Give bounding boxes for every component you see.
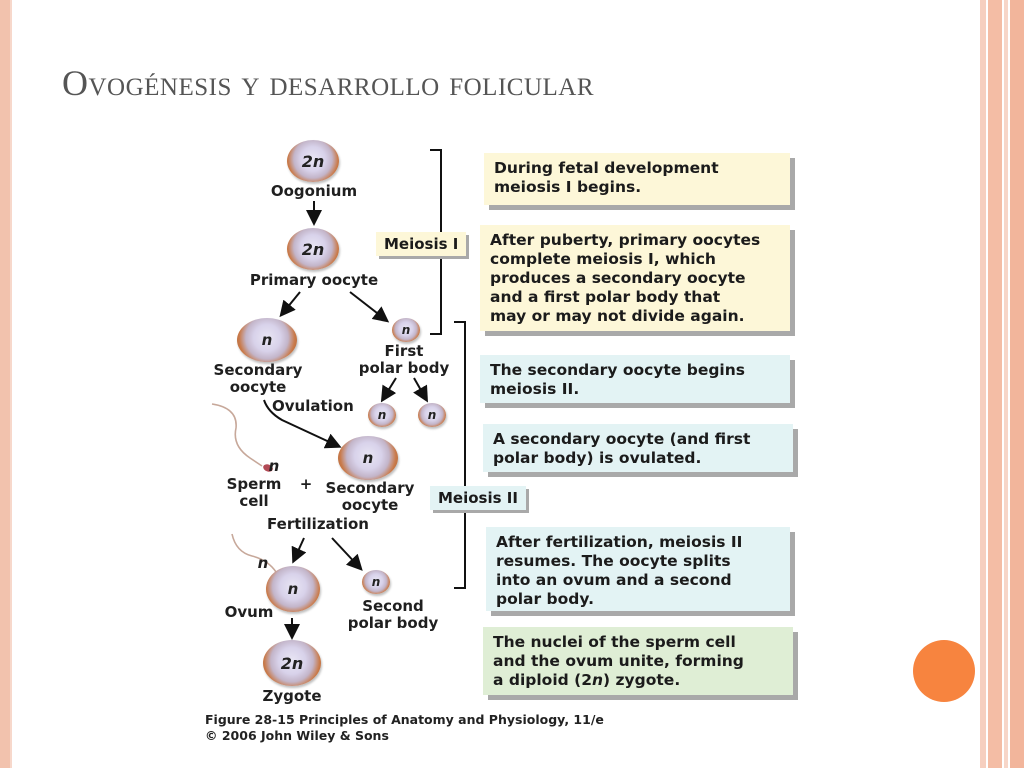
- secondary-oocyte-cell: n: [237, 318, 297, 362]
- note-after-puberty: After puberty, primary oocytes complete …: [480, 225, 790, 331]
- label-line: Secondary: [213, 361, 303, 379]
- label-line: Second: [362, 597, 424, 615]
- note-ovulated: A secondary oocyte (and first polar body…: [483, 424, 793, 472]
- plus-sign: +: [299, 475, 313, 493]
- first-polar-body-cell: n: [392, 318, 420, 342]
- primary-oocyte-label: Primary oocyte: [249, 271, 379, 289]
- note-line: polar body) is ovulated.: [493, 449, 702, 467]
- primary-oocyte-cell: 2n: [287, 228, 339, 270]
- sperm-label: Sperm cell: [218, 476, 290, 510]
- figure-caption: Figure 28-15 Principles of Anatomy and P…: [205, 712, 604, 744]
- polar-body-a-cell: n: [368, 403, 396, 427]
- note-line: into an ovum and a second: [496, 571, 732, 589]
- ploidy-label: 2n: [301, 151, 325, 171]
- note-line: The secondary oocyte begins: [490, 361, 746, 379]
- label-line: oocyte: [341, 496, 399, 514]
- decorative-circle: [913, 640, 975, 702]
- meiosis-1-tag: Meiosis I: [376, 232, 467, 256]
- sperm-tail: [211, 403, 263, 467]
- left-border-stripe: [0, 0, 12, 768]
- fertilization-label: Fertilization: [267, 515, 369, 533]
- note-text: ) zygote.: [603, 671, 681, 689]
- ploidy-label: n: [401, 323, 411, 337]
- arrow-ovulation: [263, 399, 342, 449]
- arrow-polar-to-b: [413, 377, 428, 403]
- sperm-ploidy: n: [268, 457, 280, 475]
- note-line: meiosis II.: [490, 380, 580, 398]
- note-line: and a first polar body that: [490, 288, 721, 306]
- polar-body-b-cell: n: [418, 403, 446, 427]
- sperm-tail-ovum: [231, 533, 277, 573]
- note-line: a diploid (2n) zygote.: [493, 671, 783, 690]
- label-line: First: [384, 342, 424, 360]
- arrow-fert-to-ovum: [291, 537, 307, 564]
- ploidy-label: n: [362, 449, 374, 467]
- note-text: a diploid (2: [493, 671, 592, 689]
- note-line: polar body.: [496, 590, 594, 608]
- note-line: During fetal development: [494, 159, 719, 177]
- note-italic-n: n: [592, 671, 604, 689]
- note-fetal-development: During fetal development meiosis I begin…: [484, 153, 790, 205]
- caption-line: Figure 28-15 Principles of Anatomy and P…: [205, 712, 604, 727]
- ploidy-label: n: [371, 575, 381, 589]
- right-border-stripe: [1010, 0, 1024, 768]
- note-line: complete meiosis I, which: [490, 250, 716, 268]
- zygote-cell: 2n: [263, 640, 321, 686]
- arrow-fert-to-second-polar: [331, 537, 363, 571]
- note-line: may or may not divide again.: [490, 307, 745, 325]
- first-polar-body-label: First polar body: [350, 343, 458, 377]
- meiosis-2-bracket: [454, 321, 466, 589]
- ovum-cell: n: [266, 566, 320, 612]
- right-border-stripe: [980, 0, 986, 768]
- slide-title: Ovogénesis y desarrollo folicular: [62, 63, 595, 103]
- label-line: Sperm: [226, 475, 282, 493]
- ovulation-label: Ovulation: [272, 397, 354, 415]
- note-line: produces a secondary oocyte: [490, 269, 746, 287]
- ploidy-label: n: [427, 408, 437, 422]
- note-line: After puberty, primary oocytes: [490, 231, 761, 249]
- arrow-primary-to-first-polar: [349, 291, 390, 323]
- ovulated-oocyte-cell: n: [338, 436, 398, 480]
- ovum-label: Ovum: [224, 603, 274, 621]
- note-line: meiosis I begins.: [494, 178, 642, 196]
- ploidy-label: 2n: [301, 239, 325, 259]
- note-line: After fertilization, meiosis II: [496, 533, 743, 551]
- sperm-head: [263, 464, 273, 472]
- label-line: polar body: [358, 359, 450, 377]
- second-polar-body-cell: n: [362, 570, 390, 594]
- label-line: polar body: [347, 614, 439, 632]
- meiosis-2-tag: Meiosis II: [430, 486, 526, 510]
- arrow-polar-to-a: [380, 377, 397, 403]
- zygote-label: Zygote: [262, 687, 322, 705]
- oogonium-cell: 2n: [287, 140, 339, 182]
- ploidy-label: n: [377, 408, 387, 422]
- note-line: resumes. The oocyte splits: [496, 552, 731, 570]
- oogonium-label: Oogonium: [270, 182, 358, 200]
- ploidy-label: n: [261, 331, 273, 349]
- second-polar-body-label: Second polar body: [340, 598, 446, 632]
- right-border-stripe: [988, 0, 1002, 768]
- label-line: cell: [239, 492, 269, 510]
- caption-line: © 2006 John Wiley & Sons: [205, 728, 389, 743]
- arrow-primary-to-secondary: [279, 291, 301, 318]
- note-line: A secondary oocyte (and first: [493, 430, 751, 448]
- ovum-sperm-ploidy: n: [257, 554, 269, 572]
- note-after-fertilization: After fertilization, meiosis II resumes.…: [486, 527, 790, 611]
- label-line: Secondary: [325, 479, 415, 497]
- right-border-stripe: [1004, 0, 1008, 768]
- ovulated-oocyte-label: Secondary oocyte: [320, 480, 420, 514]
- note-line: and the ovum unite, forming: [493, 652, 744, 670]
- ploidy-label: 2n: [280, 653, 304, 673]
- note-zygote: The nuclei of the sperm cell and the ovu…: [483, 627, 793, 695]
- label-line: oocyte: [229, 378, 287, 396]
- ploidy-label: n: [287, 580, 299, 598]
- secondary-oocyte-label: Secondary oocyte: [206, 362, 310, 396]
- note-line: The nuclei of the sperm cell: [493, 633, 736, 651]
- note-begins-meiosis-2: The secondary oocyte begins meiosis II.: [480, 355, 790, 403]
